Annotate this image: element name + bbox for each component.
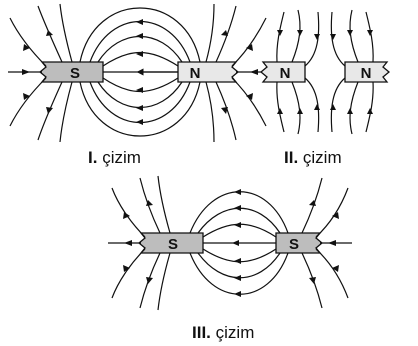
magnet-pole-label: S <box>168 236 178 253</box>
magnet-pole-label: S <box>289 236 299 253</box>
field-lines-outer <box>8 3 268 143</box>
figure-2: N N <box>259 9 391 135</box>
magnet-pole-label: N <box>280 65 291 82</box>
caption-word: çizim <box>102 148 141 167</box>
field-lines-repelling <box>276 9 374 135</box>
figure-1: S N <box>8 3 268 143</box>
magnet-pole-label: N <box>361 65 372 82</box>
caption-word: çizim <box>215 323 255 342</box>
caption-word: çizim <box>302 148 342 167</box>
field-lines-outer <box>108 175 352 311</box>
magnet-pole-label: S <box>70 65 80 82</box>
field-lines-inner <box>189 189 289 297</box>
magnet-pole-label: N <box>190 65 201 82</box>
caption-figure-1: I. çizim <box>88 148 141 168</box>
magnet-s-right: S <box>275 232 324 254</box>
caption-numeral: III. <box>192 323 211 342</box>
field-lines-inner <box>79 7 201 137</box>
magnet-s-left: S <box>137 232 204 254</box>
magnet-s-left: S <box>38 61 104 83</box>
magnet-n-left: N <box>259 61 306 83</box>
magnet-n-right: N <box>344 61 391 83</box>
figure-3: S S <box>108 175 352 311</box>
caption-numeral: I. <box>88 148 98 167</box>
caption-figure-3: III. çizim <box>192 323 254 343</box>
magnet-n-right: N <box>177 61 240 83</box>
caption-figure-2: II. çizim <box>284 148 342 168</box>
caption-numeral: II. <box>284 148 299 167</box>
